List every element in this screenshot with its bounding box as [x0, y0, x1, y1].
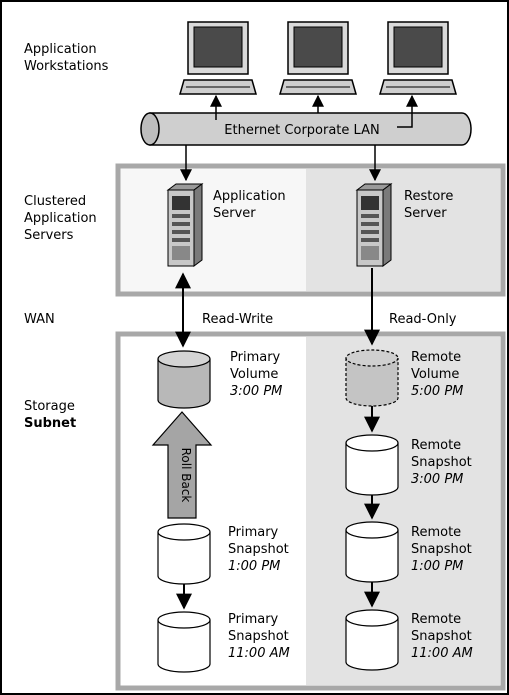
remote-snapshot-3-cylinder	[345, 609, 399, 671]
restore-server-label: Restore Server	[404, 189, 454, 221]
lan-server-arrows	[180, 145, 381, 182]
primary-snapshot-2-cylinder	[157, 611, 211, 673]
rollback-arrow-icon	[151, 411, 213, 519]
primary-volume-cylinder	[157, 350, 211, 409]
primary-volume-label: Primary Volume 3:00 PM	[230, 350, 283, 399]
workstations-label: Application Workstations	[24, 42, 109, 74]
primary-snapshot-1-label: Primary Snapshot 1:00 PM	[228, 525, 289, 574]
read-write-label: Read-Write	[202, 312, 274, 327]
primary-snapshot-1-cylinder	[157, 523, 211, 585]
workstation-monitor-3-icon	[379, 21, 457, 95]
primary-snapshot-2-label: Primary Snapshot 11:00 AM	[228, 612, 290, 661]
remote-snapshot-2-label: Remote Snapshot 1:00 PM	[411, 525, 472, 574]
remote-snapshot-1-cylinder	[345, 434, 399, 496]
restore-server-icon	[355, 183, 393, 267]
workstation-monitor-1-icon	[179, 21, 257, 95]
application-server-icon	[166, 183, 204, 267]
wan-label: WAN	[24, 312, 55, 327]
workstation-monitor-2-icon	[279, 21, 357, 95]
application-server-label: Application Server	[213, 189, 286, 221]
remote-snapshot-2-cylinder	[345, 521, 399, 583]
remote-snapshot-1-label: Remote Snapshot 3:00 PM	[411, 438, 472, 487]
read-only-label: Read-Only	[389, 312, 457, 327]
lan-label: Ethernet Corporate LAN	[224, 123, 379, 138]
remote-volume-label: Remote Volume 5:00 PM	[411, 350, 464, 399]
storage-label: Storage Subnet	[24, 399, 77, 431]
servers-label: Clustered Application Servers	[24, 194, 97, 243]
remote-volume-cylinder	[345, 349, 399, 407]
remote-snapshot-3-label: Remote Snapshot 11:00 AM	[411, 612, 473, 661]
rollback-label: Roll Back	[179, 448, 193, 503]
